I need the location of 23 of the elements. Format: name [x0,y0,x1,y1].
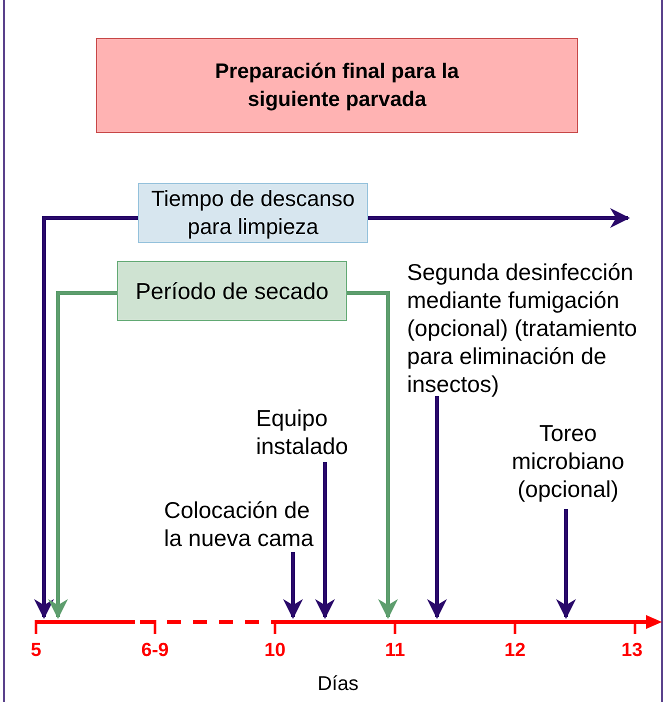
tick-label: 13 [621,640,643,662]
arrow [347,291,398,619]
tick-label: 6-9 [141,640,169,662]
arrow [283,552,303,619]
arrow [34,216,138,619]
title-box: Preparación final para la siguiente parvada [96,38,578,133]
arrow [556,509,576,619]
period-box: Período de secado [117,261,347,321]
event-label: Equipo instalado [256,404,361,460]
arrow [315,462,335,619]
arrow [427,396,447,619]
tick-label: 11 [384,640,406,662]
arrow [48,291,117,619]
period-box: Tiempo de descanso para limpieza [138,183,368,243]
event-label: Colocación de la nueva cama [164,496,324,552]
tick-label: 10 [264,640,286,662]
event-label: Toreo microbiano (opcional) [498,419,638,503]
event-label: Segunda desinfección mediante fumigación (opcional) (tratamiento para eliminación de insectos) [407,258,653,396]
time-axis [34,615,662,634]
arrow [368,208,630,228]
axis-title: Días [317,673,359,696]
tick-label: 5 [30,640,42,662]
tick-label: 12 [504,640,526,662]
